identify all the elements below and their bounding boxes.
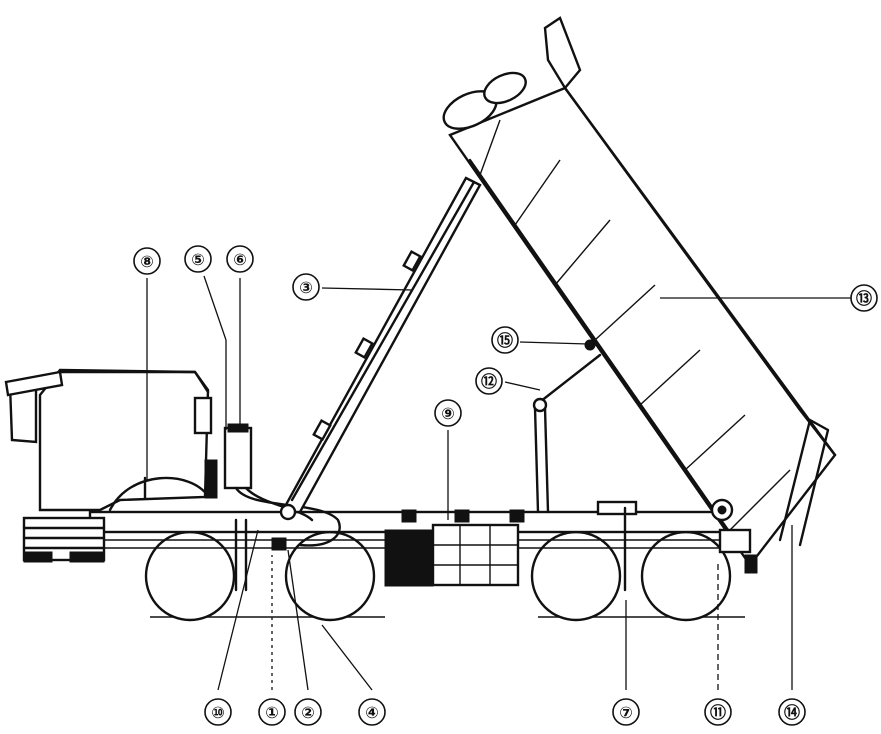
callout-15-label: ⑮ — [497, 331, 513, 350]
callout-5: ⑤ — [184, 245, 212, 273]
fuel-tank-box — [384, 509, 525, 587]
callout-6: ⑥ — [226, 245, 254, 273]
rear-pivot — [710, 498, 752, 554]
callout-12-label: ⑫ — [481, 372, 497, 391]
wheel-front-1 — [144, 530, 236, 622]
lift-cylinder — [279, 176, 482, 521]
callout-7: ⑦ — [612, 698, 640, 726]
callout-3-label: ③ — [299, 278, 313, 297]
callout-13-label: ⑬ — [856, 289, 872, 308]
callout-13: ⑬ — [850, 284, 878, 312]
callout-7-label: ⑦ — [619, 703, 633, 722]
callout-11-label: ⑪ — [710, 703, 726, 722]
wheel-rear-1 — [530, 530, 622, 622]
callout-11: ⑪ — [704, 698, 732, 726]
callout-4: ④ — [358, 698, 386, 726]
hydraulic-tank — [223, 423, 341, 551]
callout-4-label: ④ — [365, 703, 379, 722]
callout-3: ③ — [292, 273, 320, 301]
callout-10: ⑩ — [204, 698, 232, 726]
callout-9: ⑨ — [434, 399, 462, 427]
cab — [4, 368, 218, 512]
callout-12: ⑫ — [475, 367, 503, 395]
leader-lines — [146, 275, 862, 691]
callout-5-label: ⑤ — [191, 250, 205, 269]
wheels — [144, 530, 732, 622]
callout-1-label: ① — [265, 703, 279, 722]
callout-6-label: ⑥ — [233, 250, 247, 269]
callout-14: ⑭ — [778, 698, 806, 726]
frame-component — [596, 500, 638, 592]
safety-prop — [532, 339, 602, 514]
callout-8: ⑧ — [133, 247, 161, 275]
wheel-rear-2 — [640, 530, 732, 622]
callout-1: ① — [258, 698, 286, 726]
dump-body — [442, 16, 837, 574]
callout-9-label: ⑨ — [441, 404, 455, 423]
callout-2: ② — [294, 698, 322, 726]
front-bumper — [22, 516, 106, 563]
callout-8-label: ⑧ — [140, 252, 154, 271]
callout-15: ⑮ — [491, 326, 519, 354]
callout-10-label: ⑩ — [211, 703, 225, 722]
callout-2-label: ② — [301, 703, 315, 722]
callout-14-label: ⑭ — [784, 703, 800, 722]
